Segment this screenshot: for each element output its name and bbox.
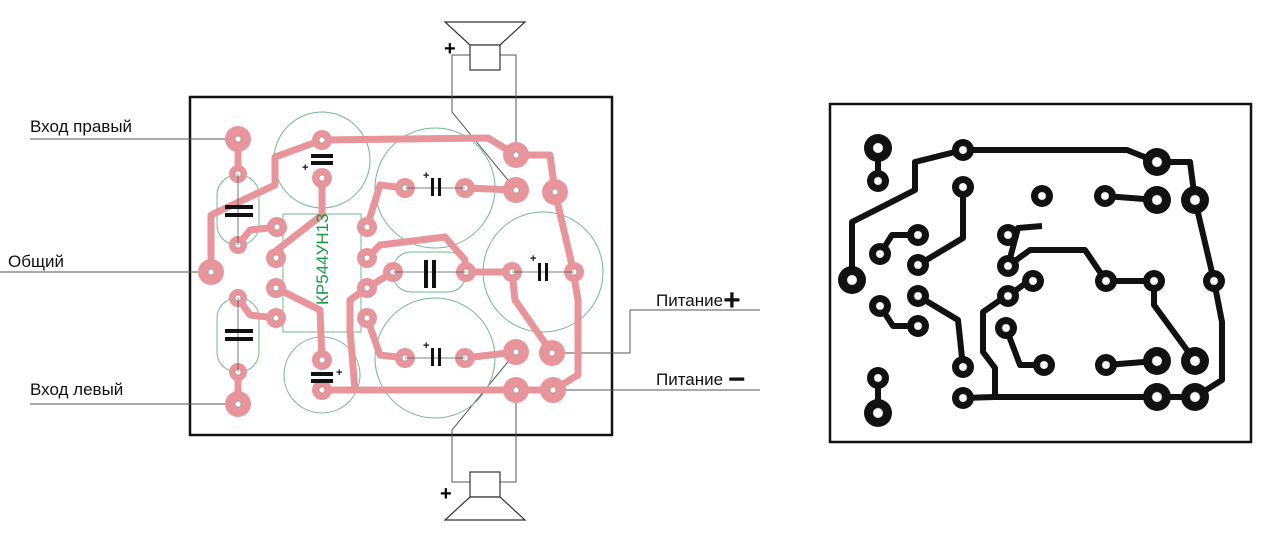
pad-hole bbox=[1028, 276, 1038, 286]
pad-hole bbox=[548, 349, 556, 357]
pad-hole bbox=[958, 182, 968, 192]
board-outline-right bbox=[828, 102, 1253, 444]
pad-hole bbox=[551, 188, 559, 196]
left-board-assembly: + + bbox=[0, 21, 760, 521]
pad-hole bbox=[1101, 276, 1111, 286]
pad-hole bbox=[363, 284, 371, 292]
pad-hole bbox=[1001, 323, 1011, 333]
pad-hole bbox=[1003, 291, 1013, 301]
trace bbox=[274, 284, 326, 361]
copper-trace bbox=[849, 147, 964, 280]
pad-hole bbox=[913, 321, 923, 331]
pad-hole bbox=[875, 249, 885, 259]
svg-text:+: + bbox=[336, 367, 342, 379]
pad-hole bbox=[318, 356, 326, 364]
component-leads bbox=[237, 174, 574, 372]
pad-hole bbox=[1101, 360, 1111, 370]
pad-hole bbox=[318, 386, 326, 394]
pad-hole bbox=[363, 223, 371, 231]
pad-hole bbox=[872, 142, 884, 154]
pad-hole bbox=[846, 274, 858, 286]
svg-text:+: + bbox=[423, 170, 429, 182]
copper-trace bbox=[916, 187, 966, 268]
copper-trace bbox=[962, 293, 1008, 401]
pad-hole bbox=[207, 268, 215, 276]
pad-hole bbox=[1037, 191, 1047, 201]
pad-hole bbox=[512, 151, 520, 159]
plus-sign: + bbox=[723, 284, 741, 317]
pad-hole bbox=[1003, 261, 1013, 271]
pad-hole bbox=[913, 291, 923, 301]
pad-hole bbox=[1149, 276, 1159, 286]
speaker-top bbox=[443, 21, 527, 71]
power-minus-text: Питание bbox=[656, 370, 724, 389]
ic-label: КР544УН13 bbox=[313, 213, 332, 305]
svg-text:+: + bbox=[530, 253, 536, 265]
pad-hole bbox=[234, 400, 242, 408]
label-power-minus: Питание − bbox=[656, 363, 745, 397]
svg-text:+: + bbox=[423, 340, 429, 352]
pad-hole bbox=[958, 362, 968, 372]
pad-hole bbox=[273, 223, 281, 231]
trace bbox=[346, 285, 553, 394]
pad-hole bbox=[1151, 156, 1163, 168]
pad-hole bbox=[549, 386, 557, 394]
svg-text:+: + bbox=[302, 162, 308, 174]
pad-hole bbox=[272, 314, 280, 322]
pad-hole bbox=[1189, 194, 1201, 206]
pad-hole bbox=[1100, 191, 1110, 201]
label-common: Общий bbox=[8, 252, 64, 271]
copper-trace bbox=[1006, 247, 1198, 363]
pad-hole bbox=[1151, 391, 1163, 403]
pad-hole bbox=[363, 254, 371, 262]
pad-hole bbox=[958, 393, 968, 403]
copper-trace bbox=[916, 293, 966, 368]
pad-hole bbox=[234, 135, 242, 143]
speaker-bottom-plus: + bbox=[440, 483, 452, 505]
pad-hole bbox=[1151, 194, 1163, 206]
pad-hole bbox=[1189, 391, 1201, 403]
pad-hole bbox=[512, 186, 520, 194]
label-input-left: Вход левый bbox=[30, 380, 124, 399]
pad-hole bbox=[1189, 355, 1201, 367]
label-power-plus: Питание+ bbox=[656, 284, 741, 318]
pad-hole bbox=[512, 386, 520, 394]
pad-hole bbox=[272, 284, 280, 292]
pad-hole bbox=[512, 348, 520, 356]
pad-hole bbox=[1003, 230, 1013, 240]
minus-sign: − bbox=[727, 363, 746, 396]
pad-hole bbox=[958, 145, 968, 155]
pad-hole bbox=[363, 314, 371, 322]
pad-hole bbox=[875, 301, 885, 311]
pad-hole bbox=[913, 260, 923, 270]
capacitor-symbols bbox=[225, 154, 548, 383]
pad-hole bbox=[1039, 360, 1049, 370]
pad-hole bbox=[1151, 355, 1163, 367]
board-outline-left bbox=[188, 95, 614, 437]
speaker-bottom bbox=[443, 471, 527, 521]
pad-hole bbox=[318, 174, 326, 182]
right-board-copper bbox=[828, 102, 1253, 444]
pad-hole bbox=[873, 176, 883, 186]
pad-hole bbox=[1209, 276, 1219, 286]
power-plus-text: Питание bbox=[656, 291, 724, 310]
pad-hole bbox=[272, 254, 280, 262]
copper-trace bbox=[1005, 223, 1043, 267]
speaker-top-plus: + bbox=[444, 38, 456, 60]
pad-hole bbox=[318, 136, 326, 144]
pad-hole bbox=[873, 373, 883, 383]
pad-hole bbox=[872, 407, 884, 419]
pad-hole bbox=[913, 230, 923, 240]
label-input-right: Вход правый bbox=[30, 117, 133, 136]
